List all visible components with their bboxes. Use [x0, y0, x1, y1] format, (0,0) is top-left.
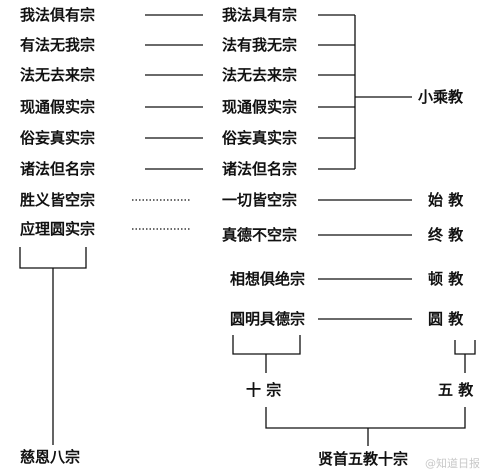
middle-item-3: 法无去来宗 — [222, 66, 298, 84]
right-bracket — [454, 340, 476, 355]
left-item-1: 我法俱有宗 — [20, 6, 96, 24]
middle-item-9: 相想俱绝宗 — [230, 270, 306, 288]
middle-item-4: 现通假实宗 — [222, 98, 298, 116]
left-item-5: 俗妄真实宗 — [20, 129, 96, 147]
middle-item-2: 法有我无宗 — [222, 36, 298, 54]
middle-item-1: 我法具有宗 — [222, 6, 298, 24]
left-item-6: 诸法但名宗 — [20, 160, 96, 178]
left-item-3: 法无去来宗 — [20, 66, 96, 84]
xiaosheng-label: 小乘教 — [418, 88, 464, 106]
middle-item-7: 一切皆空宗 — [222, 191, 298, 209]
right-group-label: 五 教 — [438, 381, 474, 399]
middle-bracket — [232, 335, 301, 355]
left-bracket — [19, 247, 87, 269]
left-item-4: 现通假实宗 — [20, 98, 96, 116]
middle-item-10: 圆明具德宗 — [230, 310, 306, 328]
middle-group-label: 十 宗 — [246, 381, 282, 399]
middle-item-5: 俗妄真实宗 — [222, 129, 298, 147]
middle-item-6: 诸法但名宗 — [222, 160, 298, 178]
left-title: 慈恩八宗 — [20, 448, 81, 466]
left-item-2: 有法无我宗 — [20, 36, 96, 54]
watermark-text: @知道日报 — [425, 457, 480, 470]
left-item-8: 应理圆实宗 — [20, 220, 96, 238]
left-item-7: 胜义皆空宗 — [20, 191, 96, 209]
bottom-title: 贤首五教十宗 — [318, 450, 409, 468]
right-item-3: 顿 教 — [428, 270, 464, 288]
right-item-4: 圆 教 — [428, 310, 464, 328]
middle-item-8: 真德不空宗 — [222, 226, 298, 244]
bottom-bracket — [265, 407, 466, 429]
right-item-1: 始 教 — [428, 191, 464, 209]
right-item-2: 终 教 — [428, 226, 464, 244]
